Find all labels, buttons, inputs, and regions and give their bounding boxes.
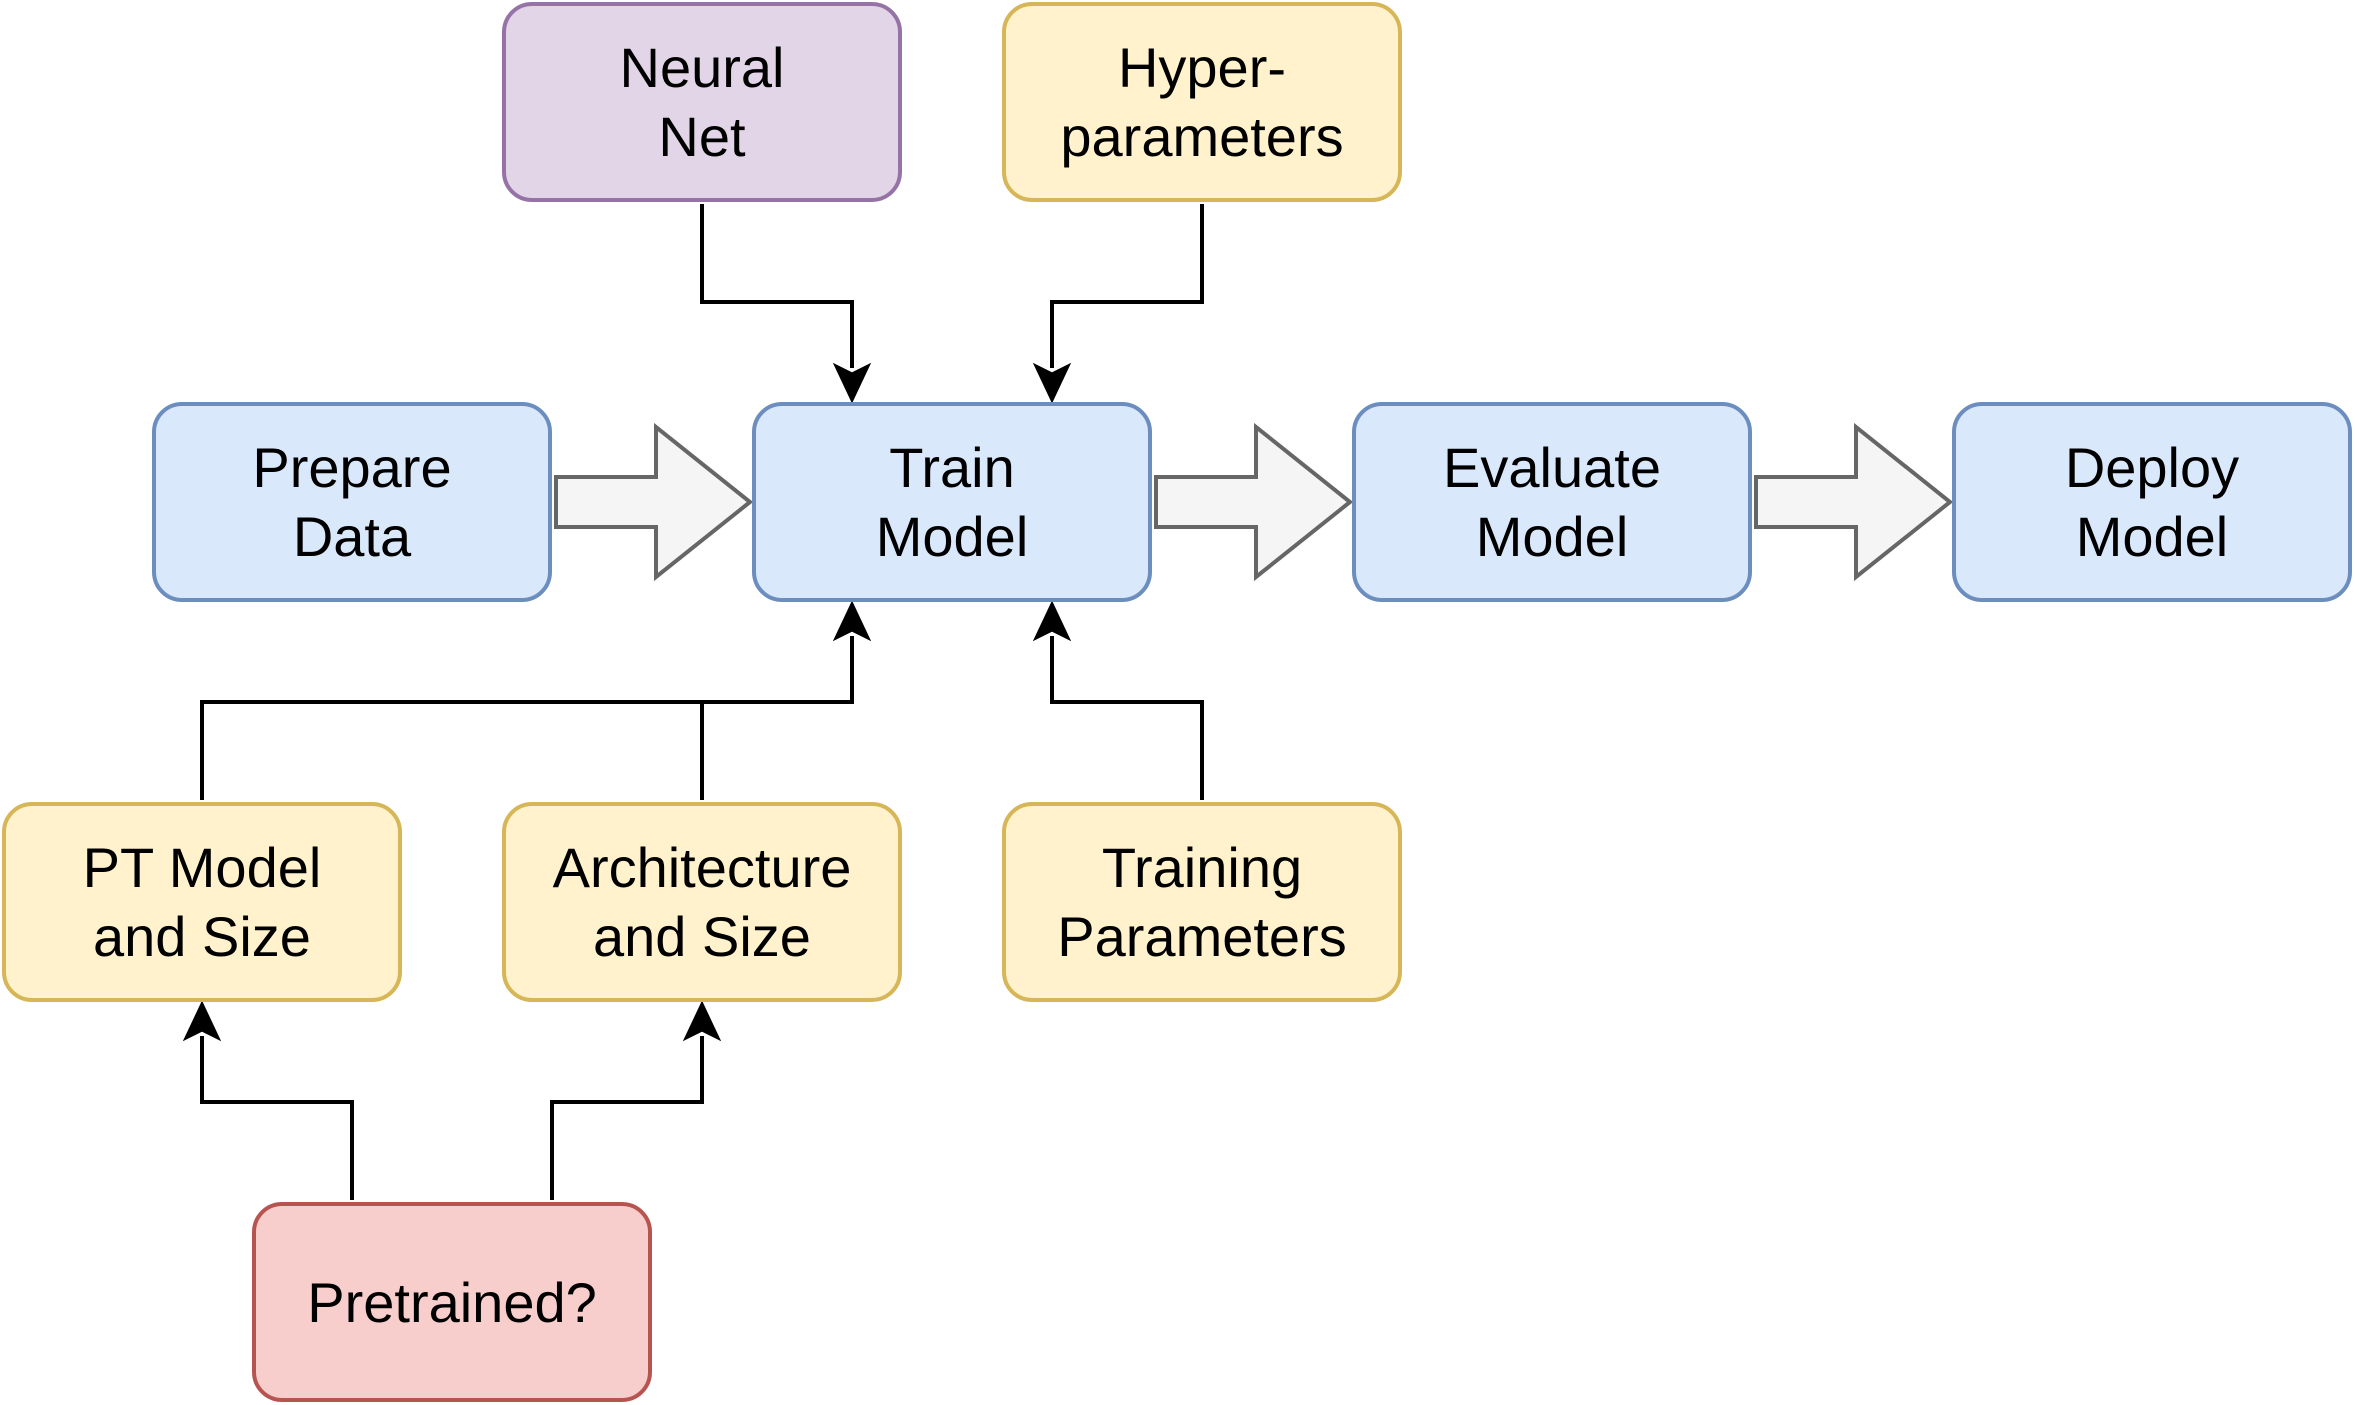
node-train-model[interactable]: Train Model <box>752 402 1152 602</box>
node-train-model-label: Train Model <box>875 436 1029 568</box>
connector-neural-to-train <box>700 204 854 368</box>
node-deploy-model[interactable]: Deploy Model <box>1952 402 2352 602</box>
block-arrow-evaluate-to-deploy <box>1754 422 1954 582</box>
arrowhead-pretrained-to-ptmodel <box>182 1000 222 1042</box>
block-arrow-train-to-evaluate <box>1154 422 1354 582</box>
connector-pretrained-to-ptmodel <box>200 1036 354 1200</box>
node-hyperparameters-label: Hyper- parameters <box>1060 36 1344 168</box>
node-evaluate-model-label: Evaluate Model <box>1443 436 1661 568</box>
node-architecture-and-size[interactable]: Architecture and Size <box>502 802 902 1002</box>
arrowhead-neural-to-train <box>832 362 872 404</box>
node-pretrained[interactable]: Pretrained? <box>252 1202 652 1402</box>
node-architecture-and-size-label: Architecture and Size <box>552 836 852 968</box>
connector-ptmodel-to-train <box>200 636 854 800</box>
arrowhead-to-train-bottom-left <box>832 600 872 642</box>
connector-pretrained-to-arch <box>550 1036 704 1200</box>
block-arrow-prepare-to-train <box>554 422 754 582</box>
node-deploy-model-label: Deploy Model <box>2064 436 2240 568</box>
node-evaluate-model[interactable]: Evaluate Model <box>1352 402 1752 602</box>
node-pt-model-and-size[interactable]: PT Model and Size <box>2 802 402 1002</box>
node-neural-net-label: Neural Net <box>619 36 785 168</box>
node-training-parameters-label: Training Parameters <box>1057 836 1347 968</box>
connector-hyper-to-train <box>1050 204 1204 368</box>
node-hyperparameters[interactable]: Hyper- parameters <box>1002 2 1402 202</box>
node-prepare-data-label: Prepare Data <box>252 436 452 568</box>
node-pt-model-and-size-label: PT Model and Size <box>82 836 322 968</box>
arrowhead-training-to-train <box>1032 600 1072 642</box>
node-neural-net[interactable]: Neural Net <box>502 2 902 202</box>
arrowhead-hyper-to-train <box>1032 362 1072 404</box>
node-prepare-data[interactable]: Prepare Data <box>152 402 552 602</box>
arrowhead-pretrained-to-arch <box>682 1000 722 1042</box>
node-pretrained-label: Pretrained? <box>307 1270 597 1334</box>
node-training-parameters[interactable]: Training Parameters <box>1002 802 1402 1002</box>
connector-training-to-train <box>1050 636 1204 800</box>
